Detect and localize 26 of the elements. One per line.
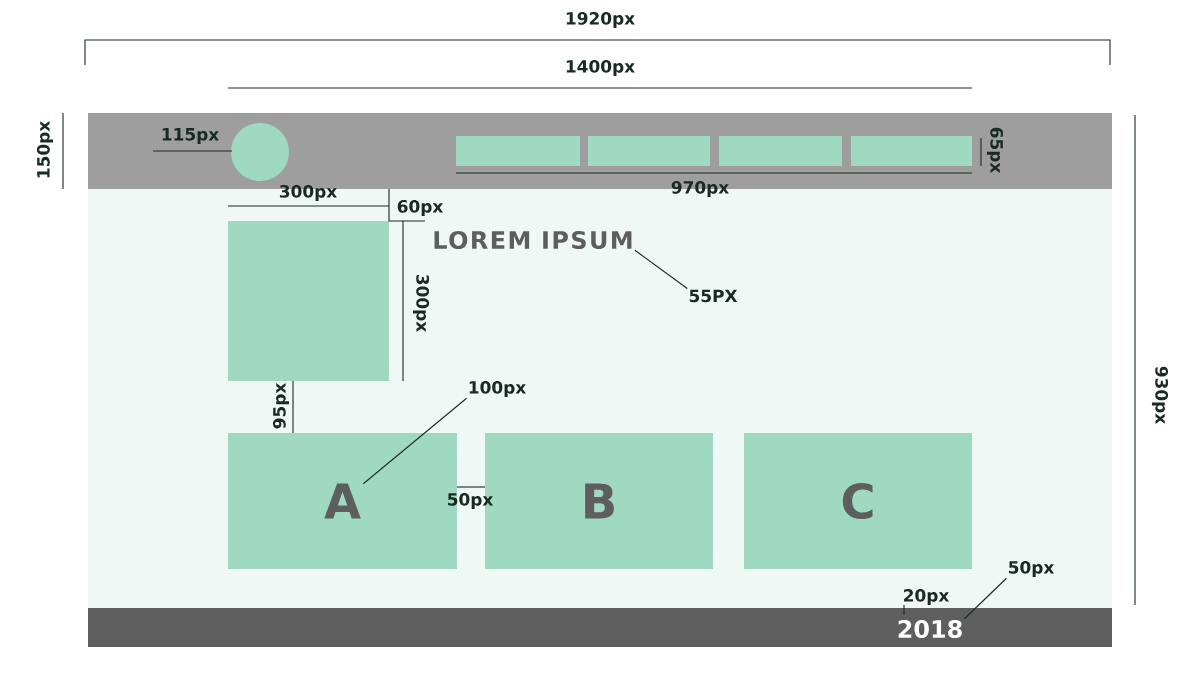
dimension-label: 300px <box>412 274 430 332</box>
dimension-label: 150px <box>36 121 54 178</box>
nav-item <box>588 136 710 166</box>
leader-line <box>362 397 468 485</box>
dimension-label: 50px <box>1009 560 1055 578</box>
footer-text: 2018 <box>898 619 962 639</box>
dimension-label: 930px <box>1151 366 1169 424</box>
heading-text: LOREM IPSUM <box>434 230 632 250</box>
dimension-label: 55PX <box>689 289 738 303</box>
leader-line <box>634 249 688 290</box>
dimension-label: 100px <box>469 380 526 398</box>
image-placeholder <box>228 221 389 381</box>
nav-item <box>719 136 842 166</box>
dimension-label: 1400px <box>566 59 635 77</box>
nav-item <box>456 136 580 166</box>
dimension-label: 95px <box>273 382 290 429</box>
dimension-label: 60px <box>397 199 444 217</box>
nav-item <box>851 136 972 166</box>
dimension-label: 1920px <box>566 11 635 29</box>
footer-bar <box>88 608 1112 647</box>
placeholder-circle <box>231 123 289 181</box>
leader-line <box>963 577 1008 620</box>
dimension-label: 20px <box>904 588 950 606</box>
dimension-label: 970px <box>671 180 729 198</box>
dimension-label: 300px <box>279 184 337 202</box>
content-box: C <box>744 433 972 569</box>
